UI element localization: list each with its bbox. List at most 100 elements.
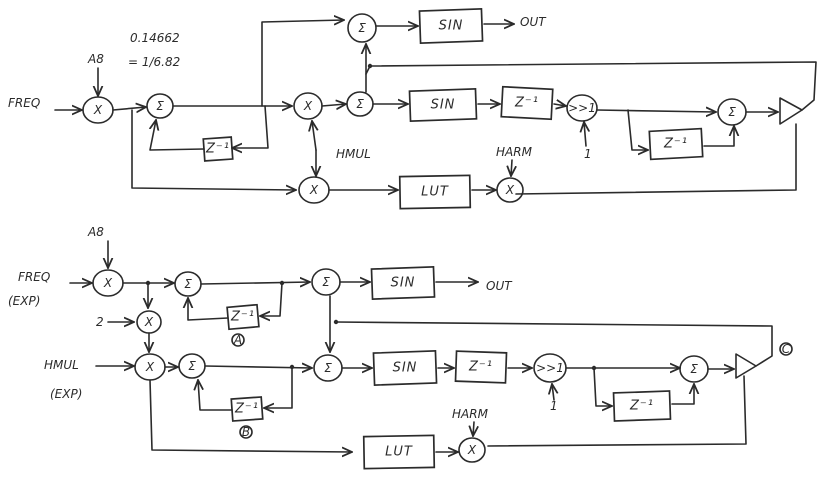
svg-text:X: X (309, 183, 319, 197)
top-lut-feed (131, 109, 296, 190)
bottom-filter-return (671, 384, 694, 405)
svg-text:Z⁻¹: Z⁻¹ (205, 142, 230, 157)
svg-text:Z⁻¹: Z⁻¹ (629, 399, 654, 414)
bottom-filter-branch (593, 367, 612, 406)
svg-text:>>1: >>1 (536, 361, 564, 375)
bottom-amp-control (487, 375, 747, 447)
bottom-out-sin: SIN (370, 266, 436, 300)
bottom-one-label: 1 (550, 399, 558, 413)
svg-text:SIN: SIN (439, 19, 464, 34)
bottom-mark-a: A (233, 333, 242, 347)
top-freq-label: FREQ (8, 96, 40, 110)
bottom-sin-block: SIN (372, 350, 438, 386)
bottom-feedback-1 (260, 282, 283, 316)
top-one-label: 1 (584, 147, 592, 161)
bottom-z-delay: Z⁻¹ (454, 350, 508, 384)
top-amp-feedback (365, 61, 817, 111)
top-out-label: OUT (520, 15, 547, 29)
svg-text:Z⁻¹: Z⁻¹ (514, 96, 539, 111)
bottom-mark-c: C (782, 342, 791, 356)
top-gain-label: A8 (87, 52, 104, 66)
bottom-gain-multiplier: X (92, 269, 124, 297)
svg-text:X: X (145, 360, 155, 374)
top-filter-return (703, 126, 734, 147)
svg-text:Σ: Σ (184, 277, 192, 291)
bottom-wire-5 (204, 366, 312, 368)
bottom-diagram: A8 FREQ (EXP) 2 HMUL (EXP) OUT HARM 1 A … (8, 225, 793, 470)
bottom-accum-sum: Σ (174, 271, 202, 297)
svg-text:X: X (93, 103, 103, 117)
bottom-phase-sum: Σ (313, 354, 343, 382)
svg-text:X: X (467, 443, 477, 457)
bottom-harm-label: HARM (452, 407, 489, 421)
bottom-mark-b: B (242, 425, 250, 439)
top-filter-delay: Z⁻¹ (648, 127, 704, 161)
svg-text:Σ: Σ (728, 105, 736, 119)
svg-text:SIN: SIN (431, 98, 456, 113)
bottom-phase-delay: Z⁻¹ (230, 396, 264, 422)
top-harm-label: HARM (496, 145, 533, 159)
top-note-line1: 0.14662 (130, 31, 180, 45)
bottom-filter-sum: Σ (679, 355, 709, 383)
bottom-accum-delay: Z⁻¹ (226, 303, 260, 331)
bottom-hmul-sub: (EXP) (50, 387, 82, 401)
top-accum-delay: Z⁻¹ (202, 136, 234, 162)
top-out-sin: SIN (418, 8, 484, 44)
svg-text:X: X (505, 183, 515, 197)
bottom-amp-feedback (335, 321, 773, 367)
top-out-sum: Σ (347, 13, 377, 43)
top-harm-multiplier: X (496, 177, 524, 203)
top-output-amp (779, 97, 803, 125)
svg-text:LUT: LUT (421, 185, 449, 200)
svg-text:Z⁻¹: Z⁻¹ (468, 360, 493, 375)
bottom-filter-delay: Z⁻¹ (612, 390, 672, 422)
bottom-hmul-label: HMUL (44, 358, 79, 372)
bottom-two-label: 2 (96, 315, 104, 329)
bottom-hmul-multiplier: X (134, 353, 166, 381)
top-wire-8 (596, 110, 716, 112)
svg-text:X: X (303, 99, 313, 113)
top-wire-7 (553, 104, 566, 106)
svg-text:SIN: SIN (393, 361, 418, 376)
top-hmul-label: HMUL (336, 147, 371, 161)
top-phase-sum: Σ (346, 91, 374, 117)
bottom-feedback-return-2 (198, 380, 233, 411)
top-shift-node: >>1 (566, 94, 598, 122)
bottom-feedback-2 (264, 366, 293, 408)
bottom-harm-multiplier: X (458, 437, 486, 463)
top-diagram: FREQ A8 0.14662 = 1/6.82 OUT HMUL HARM 1… (8, 8, 817, 210)
top-wire-1 (112, 107, 146, 110)
svg-text:Σ: Σ (690, 362, 698, 376)
bottom-phase-acc-sum: Σ (178, 353, 206, 379)
bottom-freq-label: FREQ (18, 270, 50, 284)
svg-text:X: X (103, 276, 113, 290)
bottom-shift-input (552, 384, 554, 401)
bottom-out-sum: Σ (311, 268, 341, 296)
svg-text:Z⁻¹: Z⁻¹ (234, 402, 259, 417)
bottom-lut-feed (149, 379, 352, 452)
top-note-line2: = 1/6.82 (128, 55, 180, 69)
svg-text:Σ: Σ (324, 361, 332, 375)
top-branch-up (261, 20, 344, 107)
bottom-gain-label: A8 (87, 225, 104, 239)
top-lut-block: LUT (398, 174, 472, 210)
bottom-out-label: OUT (486, 279, 513, 293)
bottom-harm-arrow (473, 421, 474, 436)
svg-text:>>1: >>1 (568, 101, 596, 115)
top-hmul-arrow-up (312, 121, 316, 151)
top-filter-branch (627, 109, 648, 150)
svg-text:Σ: Σ (322, 275, 330, 289)
bottom-feedback-return-1 (188, 298, 229, 321)
svg-text:Σ: Σ (358, 21, 366, 35)
bottom-two-multiplier: X (136, 310, 162, 334)
top-feedback-return (150, 120, 205, 151)
top-amp-control (515, 123, 797, 195)
svg-text:SIN: SIN (391, 276, 416, 291)
top-accum-sum: Σ (146, 93, 174, 119)
top-gain-multiplier: X (82, 96, 114, 124)
top-harm-arrow (511, 159, 512, 176)
top-hmul-multiplier: X (293, 92, 323, 120)
svg-text:LUT: LUT (385, 445, 413, 460)
top-wire-4 (321, 104, 346, 106)
